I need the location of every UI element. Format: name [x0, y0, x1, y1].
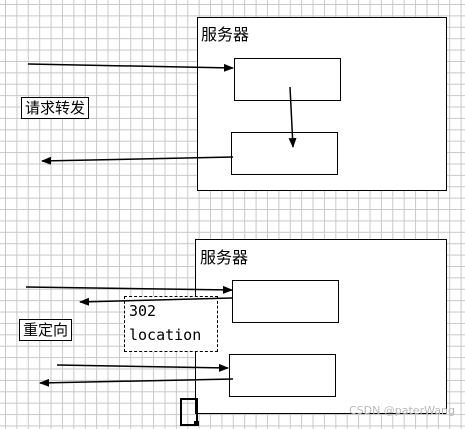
watermark: CSDN @paterWang — [348, 404, 455, 417]
response-status-code: 302 — [129, 302, 157, 320]
response-location-header: location — [129, 326, 202, 344]
redirect-response-note: 302 location — [124, 296, 218, 352]
resize-handle-icon — [180, 398, 198, 426]
server-title-redirect: 服务器 — [200, 248, 249, 267]
arrow-forward-request-in — [27, 63, 234, 72]
server-title-forward: 服务器 — [201, 25, 250, 44]
component-box-redirect-1 — [232, 280, 339, 323]
arrow-forward-response-out — [41, 156, 234, 165]
arrow-redirect-response — [39, 378, 234, 387]
arrow-redirect-request-2 — [56, 363, 229, 372]
resize-handle-dot-icon — [194, 421, 199, 426]
component-box-forward-1 — [234, 58, 341, 101]
component-box-redirect-2 — [229, 354, 336, 397]
arrow-redirect-302-response — [79, 297, 233, 306]
forward-label: 请求转发 — [21, 97, 90, 119]
component-box-forward-2 — [231, 132, 338, 175]
arrow-redirect-request-1 — [25, 285, 233, 294]
arrow-forward-internal — [288, 86, 297, 148]
redirect-label: 重定向 — [19, 319, 73, 341]
